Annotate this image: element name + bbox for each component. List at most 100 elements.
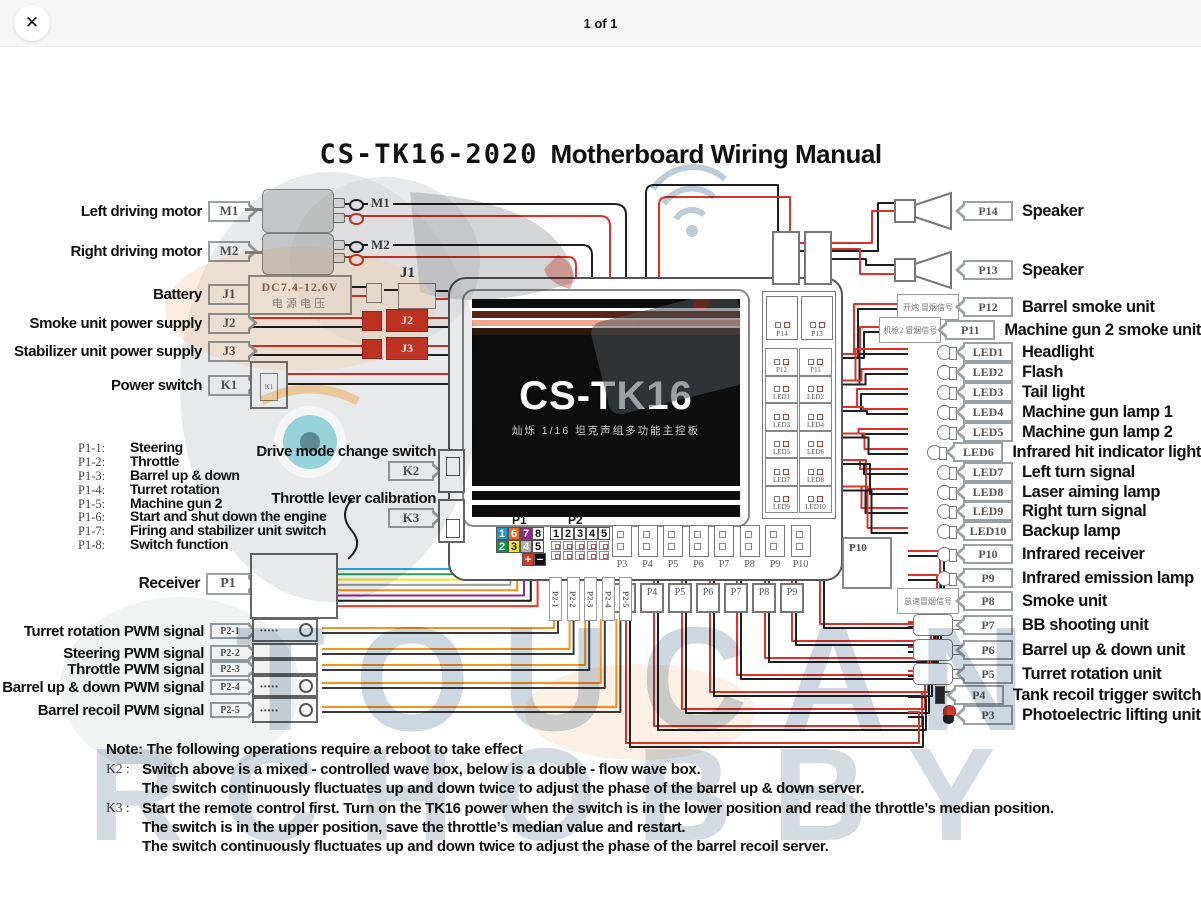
port-tag: J1 xyxy=(208,283,258,305)
connector-cell: P13 xyxy=(801,296,833,340)
right-port-row: 怠速冒烟信号 P8 Smoke unit xyxy=(843,588,1201,614)
p2-header: P2 xyxy=(568,513,583,527)
board-subtitle: 灿烁 1/16 坦克声组多功能主控板 xyxy=(511,424,701,437)
port-icon-zone xyxy=(843,638,963,662)
port-label: Machine gun lamp 2 xyxy=(1022,422,1173,441)
port-label: Flash xyxy=(1022,362,1064,381)
p1-function-code: P1-1: xyxy=(78,441,106,455)
p2-pin: 1 xyxy=(550,527,562,560)
close-icon: ✕ xyxy=(24,13,40,32)
port-tag: LED3 xyxy=(955,382,1013,402)
receiver-row: Receiver P1 xyxy=(0,573,258,595)
port-connector xyxy=(612,525,632,557)
p10-plug-box: P10 xyxy=(842,537,892,589)
port-connector xyxy=(637,525,658,557)
port-tag: P11 xyxy=(937,320,996,340)
port-label: Infrared receiver xyxy=(1022,544,1145,563)
connector-cell: P11 xyxy=(799,348,832,376)
right-port-row: LED3 Tail light xyxy=(843,380,1201,404)
close-button[interactable]: ✕ xyxy=(14,5,50,41)
port-icon-zone: 怠速冒烟信号 xyxy=(843,588,963,614)
k2-caption: Drive mode change switch K2 xyxy=(240,443,442,481)
port-plug: P4 xyxy=(640,583,664,613)
k3-note-code: K3 : xyxy=(106,799,130,815)
pwm-row: Barrel up & down PWM signal P2-4 xyxy=(0,676,258,698)
p1-function-row: P1-2: Throttle xyxy=(78,453,326,469)
port-label: Right driving motor xyxy=(70,242,202,260)
connector-cell: LED9 xyxy=(765,485,798,513)
pwm-row: Barrel recoil PWM signal P2-5 xyxy=(0,699,258,721)
wave-box-icon xyxy=(252,659,318,675)
left-port-row: Right driving motor M2 xyxy=(0,240,258,262)
connector-cell: LED1 xyxy=(765,375,798,403)
p1-function-row: P1-1: Steering xyxy=(78,439,326,455)
right-port-row: P7 BB shooting unit xyxy=(843,613,1201,637)
port-label: Speaker xyxy=(1022,260,1084,279)
speaker-icon xyxy=(893,191,959,231)
led-bulb-icon xyxy=(937,364,959,380)
port-label: Power switch xyxy=(110,376,202,394)
port-connector xyxy=(663,525,683,557)
port-icon-zone xyxy=(843,503,963,519)
p1-plus-pin: + xyxy=(522,553,534,566)
port-icon-zone xyxy=(843,250,963,290)
port-tag: J2 xyxy=(208,312,258,334)
port-tag: P4 xyxy=(945,685,1004,705)
port-plug: P5 xyxy=(668,583,692,613)
right-port-row: P4 Tank recoil trigger switch xyxy=(843,683,1201,707)
led-bulb-icon xyxy=(937,404,959,420)
port-tag: LED10 xyxy=(955,521,1013,541)
port-label: Headlight xyxy=(1022,342,1094,361)
port-label: Machine gun lamp 1 xyxy=(1022,402,1173,421)
smoke-signal-box: 怠速冒烟信号 xyxy=(897,588,959,614)
port-tag: LED9 xyxy=(955,501,1013,521)
p1-function-label: Switch function xyxy=(130,536,229,553)
pwm-label: Turret rotation PWM signal xyxy=(23,622,205,640)
j1-connector xyxy=(398,283,436,309)
led-bulb-icon xyxy=(937,523,959,539)
servo-icon: ••••• xyxy=(252,697,318,723)
port-icon-zone xyxy=(843,484,963,500)
port-icon-zone xyxy=(843,464,963,480)
port-tag: P3 xyxy=(955,705,1013,725)
left-port-row: Battery J1 xyxy=(0,283,258,305)
pwm-tag: P2-1 xyxy=(210,622,258,640)
k1-switch-icon: K1 xyxy=(250,361,288,409)
right-port-row: LED10 Backup lamp xyxy=(843,519,1201,543)
port-plug: P9 xyxy=(780,583,804,613)
k2-note-line: The switch continuously fluctuates up an… xyxy=(142,780,865,798)
port-connector xyxy=(790,525,811,557)
port-icon-zone: 机枪2 冒烟信号 xyxy=(843,317,945,343)
port-tag: LED8 xyxy=(955,482,1013,502)
camera-lens-dot xyxy=(691,299,711,313)
port-label: Backup lamp xyxy=(1022,521,1121,540)
port-icon-zone xyxy=(843,705,963,725)
port-tag: LED7 xyxy=(955,462,1013,482)
bottom-port: P4 xyxy=(637,525,658,570)
port-plug: P7 xyxy=(724,583,748,613)
pwm-label: Barrel recoil PWM signal xyxy=(37,701,205,719)
port-label: Tank recoil trigger switch xyxy=(1012,685,1201,704)
port-connector xyxy=(739,525,760,557)
motor-unit-icon xyxy=(907,613,961,637)
sticker-main: CS-TK16 灿烁 1/16 坦克声组多功能主控板 xyxy=(472,299,740,476)
port-label: Smoke unit xyxy=(1022,591,1107,610)
right-port-row: P3 Photoelectric lifting unit xyxy=(843,703,1201,727)
pwm-plug-tag: P2-3 xyxy=(584,577,598,621)
j3-connector: J3 xyxy=(386,337,428,360)
connector-cell: LED2 xyxy=(799,375,832,403)
k3-note-line: The switch is in the upper position, sav… xyxy=(142,818,686,836)
connector-cell: LED7 xyxy=(765,458,798,486)
right-port-row: 机枪2 冒烟信号 P11 Machine gun 2 smoke unit xyxy=(843,317,1201,343)
receiver-tag: P1 xyxy=(206,573,258,595)
port-plug: P8 xyxy=(752,583,776,613)
port-label: Laser aiming lamp xyxy=(1022,482,1161,501)
port-tag: P9 xyxy=(955,568,1013,588)
p2-pin: 3 xyxy=(574,527,586,560)
port-label: Battery xyxy=(153,285,202,303)
port-label: Infrared emission lamp xyxy=(1022,568,1194,587)
p2-pin: 5 xyxy=(598,527,610,560)
port-icon-zone xyxy=(843,364,963,380)
k2-note-code: K2 : xyxy=(106,761,130,776)
connector-cell: LED6 xyxy=(799,430,832,458)
